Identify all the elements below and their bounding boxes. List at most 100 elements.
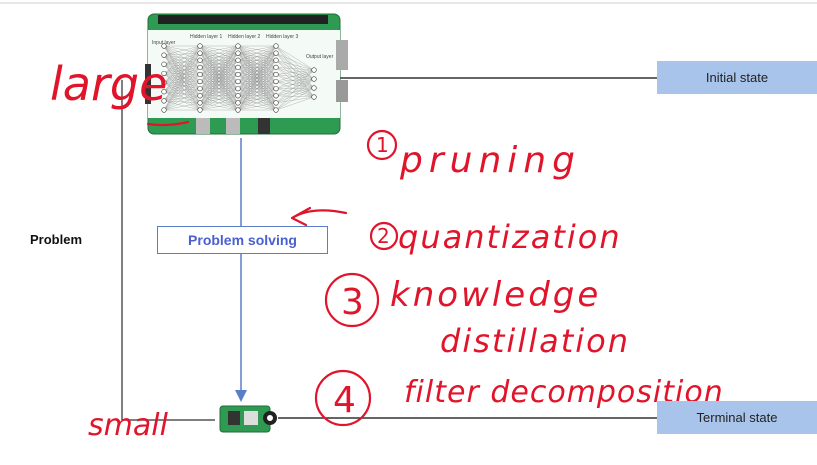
network-node	[235, 78, 241, 85]
network-node	[273, 86, 279, 92]
network-edge	[237, 88, 277, 111]
network-edge	[275, 74, 315, 80]
network-node	[161, 107, 167, 113]
network-node	[235, 93, 241, 99]
network-node	[197, 71, 203, 78]
network-edge	[275, 69, 315, 104]
terminal-state-label: Terminal state	[696, 410, 778, 425]
network-node	[197, 50, 203, 56]
network-edge	[275, 69, 315, 75]
network-edge	[275, 52, 315, 71]
network-edge	[163, 55, 201, 103]
network-node	[273, 78, 279, 85]
network-edge	[163, 88, 201, 111]
input-layer-label: Input layer	[152, 40, 176, 46]
network-edge	[163, 81, 201, 101]
network-edge	[237, 102, 277, 111]
network-edge	[163, 53, 201, 101]
network-edge	[163, 74, 201, 111]
network-edge	[163, 74, 201, 101]
network-edge	[275, 67, 315, 71]
network-edge	[275, 74, 315, 98]
network-edge	[163, 45, 201, 82]
network-edge	[275, 67, 315, 89]
network-edge	[199, 74, 239, 111]
network-edge	[275, 60, 315, 71]
network-edge	[163, 55, 201, 82]
item3-distillation: distillation	[440, 322, 630, 360]
network-edge	[163, 88, 201, 101]
network-edge	[275, 67, 315, 98]
network-edge	[275, 96, 315, 104]
network-edge	[163, 91, 201, 96]
network-node	[311, 85, 317, 91]
network-edge	[163, 100, 201, 104]
network-node	[273, 107, 279, 113]
small-board-image	[219, 405, 277, 433]
network-edge	[163, 45, 201, 75]
network-edge	[163, 81, 201, 83]
initial-state-label: Initial state	[705, 70, 769, 85]
network-edge	[163, 53, 201, 92]
network-edge	[163, 52, 201, 83]
network-edge	[163, 81, 201, 92]
network-edge	[275, 78, 315, 104]
network-edge	[237, 45, 277, 61]
network-edge	[275, 81, 315, 98]
network-edge	[237, 67, 277, 111]
network-edge	[199, 88, 239, 111]
network-edge	[163, 45, 201, 96]
network-node	[311, 94, 317, 100]
network-edge	[163, 91, 201, 111]
network-edge	[163, 64, 201, 111]
network-edge	[163, 67, 201, 111]
network-edge	[275, 87, 315, 104]
network-node	[235, 107, 241, 113]
handwritten-annotations	[146, 120, 399, 427]
hidden-layer3-label: Hidden layer 3	[266, 34, 298, 40]
network-edge	[163, 73, 201, 104]
network-edge	[237, 74, 277, 111]
network-edge	[275, 60, 315, 89]
network-edge	[275, 69, 315, 96]
network-node	[161, 70, 167, 77]
network-edge	[163, 67, 201, 83]
problem-solving-label: Problem solving	[188, 232, 297, 248]
network-node	[273, 100, 279, 106]
network-edge	[163, 95, 201, 102]
network-node	[235, 100, 241, 106]
terminal-state-box: Terminal state	[657, 401, 817, 434]
network-edge	[275, 69, 315, 89]
network-node	[273, 43, 279, 49]
network-edge	[275, 88, 315, 98]
network-edge	[275, 87, 315, 89]
network-edge	[275, 45, 315, 89]
network-edge	[237, 45, 277, 96]
large-underline	[146, 120, 190, 127]
network-edge	[163, 45, 201, 74]
network-edge	[199, 45, 239, 75]
network-node	[197, 78, 203, 85]
network-edge	[163, 45, 201, 89]
network-node	[273, 93, 279, 99]
network-edge	[163, 74, 201, 92]
item2-number: 2	[377, 224, 390, 248]
network-edge	[199, 45, 239, 96]
network-node	[235, 64, 241, 70]
network-node	[273, 57, 279, 63]
number-circle-4	[314, 369, 372, 427]
network-edge	[163, 67, 201, 101]
network-node	[197, 43, 203, 49]
network-edge	[163, 55, 201, 89]
network-edge	[199, 45, 239, 82]
network-edge	[275, 78, 315, 89]
network-edge	[237, 60, 277, 111]
item3-number: 3	[341, 282, 364, 323]
network-node	[235, 86, 241, 92]
network-edge	[163, 82, 201, 104]
network-edge	[237, 45, 277, 75]
network-edge	[237, 95, 277, 111]
network-node	[161, 89, 167, 95]
network-edge	[275, 78, 315, 96]
